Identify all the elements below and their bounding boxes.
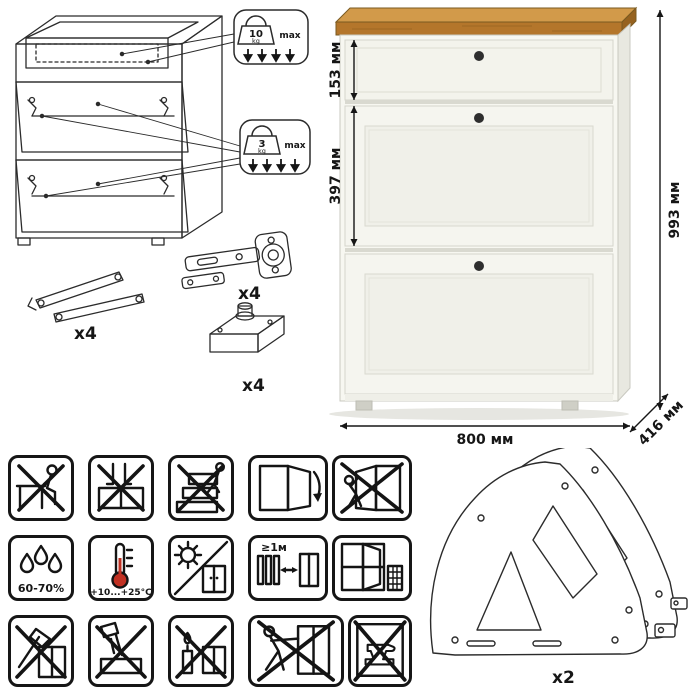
mechanism-frame-front — [429, 461, 648, 656]
kettlebell-icon — [243, 125, 281, 155]
load-badge-drawer: 10 kg max — [233, 9, 309, 65]
flap-2-knob — [474, 261, 484, 271]
foot-figure — [209, 302, 285, 353]
wireframe-cabinet — [15, 15, 223, 246]
cabinet-render-figure: 153 мм 397 мм 993 мм 800 мм 416 — [328, 6, 687, 448]
dimension-total-height: 993 мм — [656, 10, 683, 410]
load-value: 3 — [259, 139, 266, 150]
no-overloading-anvil-icon — [353, 620, 407, 682]
svg-text:153 мм: 153 мм — [328, 42, 344, 99]
wood-top — [334, 6, 638, 37]
load-unit: kg — [258, 147, 266, 155]
avoid-sunlight-icon — [173, 540, 229, 596]
no-impacts-axe-icon — [15, 625, 67, 679]
dimension-depth: 416 мм — [629, 393, 687, 448]
floor-shadow — [329, 408, 629, 420]
pictogram-no-standing — [88, 455, 154, 521]
svg-text:397 мм: 397 мм — [328, 148, 344, 205]
mechanism-frame-count: x2 — [552, 668, 575, 688]
pictogram-no-open-flame — [168, 615, 234, 687]
load-badge-flap: 3 kg max — [239, 119, 311, 175]
foot-icon — [209, 302, 285, 353]
pictogram-no-impacts — [8, 615, 74, 687]
ventilation-window-icon — [340, 542, 404, 592]
heater-distance-icon: ≥1м — [256, 541, 320, 588]
down-arrows-icon — [242, 49, 296, 63]
no-hanging-on-door-icon — [340, 462, 404, 514]
callout-lines — [39, 33, 241, 199]
pictogram-no-moving-loaded — [248, 615, 344, 687]
temperature-value: +10...+25°C — [91, 588, 151, 598]
load-unit: kg — [252, 37, 260, 45]
humidity-drops-icon: 60-70% — [18, 544, 64, 595]
foot-count: x4 — [242, 376, 265, 396]
flap-1-knob — [474, 113, 484, 123]
down-arrows-icon — [247, 159, 301, 173]
lid-stay-icon — [27, 271, 145, 323]
pictogram-humidity: 60-70% — [8, 535, 74, 601]
pictogram-door-swing — [248, 455, 328, 521]
svg-text:993 мм: 993 мм — [667, 182, 683, 239]
no-climbing-icon — [175, 461, 226, 514]
load-value: 10 — [249, 29, 263, 40]
drawer-knob — [474, 51, 484, 61]
pictogram-no-climbing — [168, 455, 234, 521]
pictogram-no-overloading — [348, 615, 412, 687]
no-open-flame-icon — [175, 625, 227, 679]
cabinet-body — [339, 22, 631, 411]
dimension-drawer-height: 153 мм — [328, 40, 358, 100]
dimension-width: 800 мм — [340, 422, 630, 448]
pictogram-no-spills — [88, 615, 154, 687]
pictogram-sunlight — [168, 535, 234, 601]
door-swing-direction-icon — [258, 464, 322, 512]
pictogram-ventilation — [332, 535, 412, 601]
pictogram-no-hanging-on-door — [332, 455, 412, 521]
lid-stay-count: x4 — [74, 324, 97, 344]
load-max-label: max — [279, 31, 300, 41]
mechanism-brackets — [654, 597, 688, 638]
drawer-front — [344, 39, 614, 101]
kettlebell-icon — [237, 15, 275, 45]
no-spills-icon — [95, 621, 147, 679]
lid-stay-figure — [27, 271, 145, 323]
hinge-figure — [181, 231, 292, 290]
heater-distance-value: ≥1м — [261, 541, 287, 554]
no-standing-icon — [97, 462, 145, 512]
load-max-label: max — [284, 141, 305, 151]
mechanism-frames-figure — [429, 448, 688, 656]
pictogram-no-sitting — [8, 455, 74, 521]
no-sitting-icon — [15, 464, 65, 512]
hinge-icon — [181, 231, 292, 290]
svg-text:800 мм: 800 мм — [457, 432, 514, 448]
wireframe-cabinet-figure: 10 kg max 3 kg max — [15, 9, 311, 246]
hinge-count: x4 — [238, 284, 261, 304]
dimension-flap-height: 397 мм — [328, 106, 358, 246]
pictogram-heater-distance: ≥1м — [248, 535, 328, 601]
pictogram-temperature: +10...+25°C — [88, 535, 154, 601]
no-moving-loaded-icon — [257, 620, 335, 682]
humidity-value: 60-70% — [18, 582, 64, 595]
thermometer-icon: +10...+25°C — [91, 542, 151, 598]
